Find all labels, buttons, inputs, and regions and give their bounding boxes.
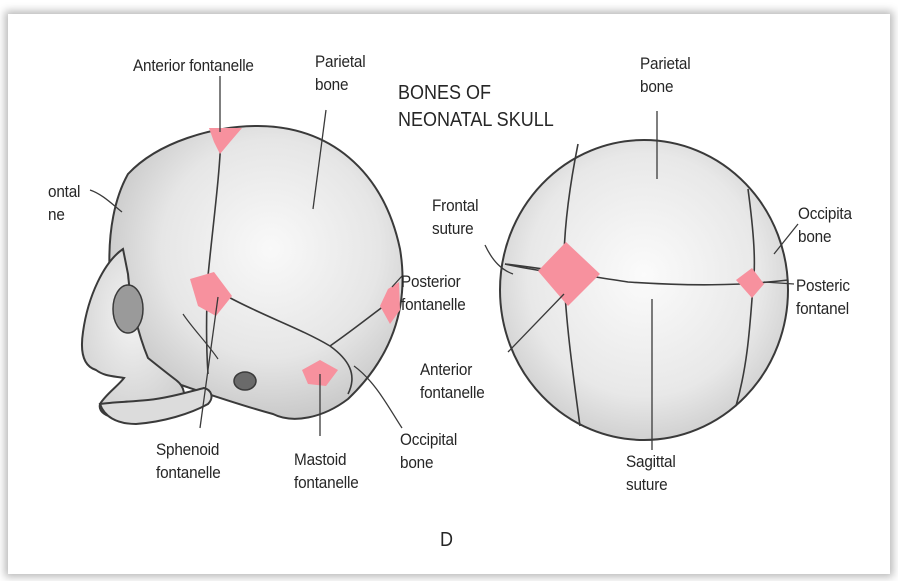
label-sagittal-suture: Sagittal suture bbox=[626, 450, 676, 496]
label-anterior-fontanelle-superior: Anterior fontanelle bbox=[420, 358, 485, 404]
label-occipital-bone-lateral: Occipital bone bbox=[400, 428, 457, 474]
label-frontal-bone-lateral: ontal ne bbox=[48, 180, 80, 226]
label-posterior-fontanelle-superior: Posteric fontanel bbox=[796, 274, 850, 320]
label-occipital-bone-superior: Occipita bone bbox=[798, 202, 852, 248]
label-parietal-bone-superior: Parietal bone bbox=[640, 52, 690, 98]
label-anterior-fontanelle-lateral: Anterior fontanelle bbox=[133, 54, 254, 77]
cranium-superior bbox=[500, 140, 788, 440]
orbit-lateral bbox=[113, 285, 143, 333]
label-sphenoid-fontanelle: Sphenoid fontanelle bbox=[156, 438, 221, 484]
label-posterior-fontanelle-lateral: Posterior fontanelle bbox=[401, 270, 466, 316]
ear-canal-lateral bbox=[234, 372, 256, 390]
figure-title: BONES OF NEONATAL SKULL bbox=[398, 80, 554, 134]
label-parietal-bone-lateral: Parietal bone bbox=[315, 50, 365, 96]
superior-skull bbox=[500, 140, 788, 440]
label-mastoid-fontanelle: Mastoid fontanelle bbox=[294, 448, 359, 494]
panel-label: D bbox=[440, 527, 453, 554]
lateral-skull bbox=[82, 126, 403, 424]
figure-frame: BONES OF NEONATAL SKULL D Anterior fonta… bbox=[8, 14, 890, 574]
label-frontal-suture: Frontal suture bbox=[432, 194, 478, 240]
